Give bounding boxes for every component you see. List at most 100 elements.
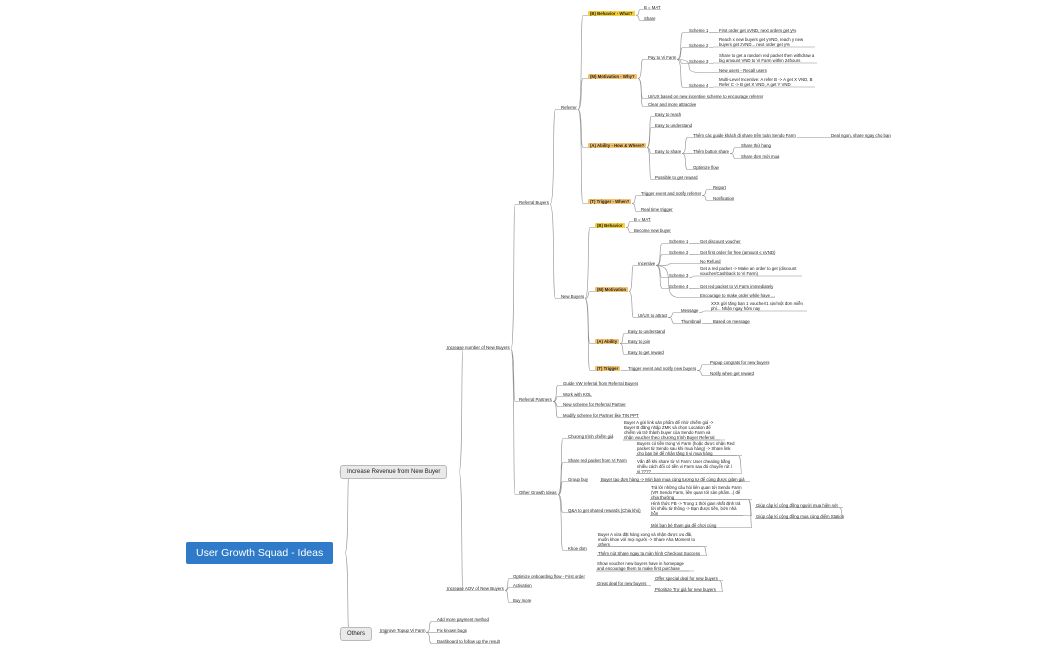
node-other-growth[interactable]: Other Growth Ideas <box>519 490 557 495</box>
node-activation[interactable]: Activation <box>513 583 532 588</box>
node-group-buy[interactable]: Group buy <box>568 477 589 482</box>
node-root[interactable]: User Growth Squad - Ideas <box>186 542 334 564</box>
node-popup-congrats[interactable]: Popup congrats for new buyers <box>710 360 770 365</box>
node-deal-ngon[interactable]: Deal ngon, share ngay cho bạn <box>831 133 891 138</box>
node-scheme3-text[interactable]: Share to get a random red packet then wi… <box>719 53 815 63</box>
node-message-text[interactable]: XXX gửi tặng bạn 1 voucher/1 xịn/một đơn… <box>711 301 803 311</box>
node-them-cac[interactable]: Thêm các guide khách đi share trên toàn … <box>693 133 796 138</box>
node-qa-b[interactable]: Hình thức FB -> Trong 1 thời gian nhất đ… <box>651 501 741 516</box>
node-scheme2[interactable]: Scheme 2 <box>689 43 709 48</box>
node-prioritize[interactable]: Prioritize Trợ giá for new buyers <box>655 587 716 592</box>
node-scheme1-text[interactable]: First order get xVND, next orders get y% <box>719 28 797 33</box>
node-easy-reach[interactable]: Easy to reach <box>655 112 682 117</box>
node-share-red-packet[interactable]: Share red packet from Vi Farm <box>568 458 627 463</box>
node-no-refund[interactable]: No Refund <box>700 259 721 264</box>
node-share[interactable]: Share <box>644 16 656 21</box>
node-message[interactable]: Message <box>681 308 699 313</box>
node-increase-aov[interactable]: Increase AOV of New Buyers <box>447 586 504 591</box>
node-b-mat[interactable]: B = MAT <box>634 217 651 222</box>
node-easy-understand[interactable]: Easy to understand <box>628 329 666 334</box>
node-a-how[interactable]: (A) Ability - How & Where? <box>588 143 647 148</box>
node-nb-scheme1-text[interactable]: Get discount voucher <box>700 239 741 244</box>
node-scheme1[interactable]: Scheme 1 <box>689 28 709 33</box>
node-group-buy-text[interactable]: Buyer tạo đơn hàng -> Mời bạn mua cùng t… <box>601 477 745 482</box>
node-work-kol[interactable]: Work with KOL <box>563 392 592 397</box>
node-fix-bugs[interactable]: Fix known bugs <box>437 628 467 633</box>
node-easy-share[interactable]: Easy to share <box>655 149 682 154</box>
node-possible-reward[interactable]: Possible to get reward <box>655 175 698 180</box>
node-realtime[interactable]: Real time trigger <box>641 207 673 212</box>
node-scheme3[interactable]: Scheme 3 <box>669 273 689 278</box>
node-offer-special[interactable]: Offer special deal for new buyers <box>655 576 718 581</box>
node-qa-c[interactable]: Mời bạn bè tham gia để chơi cùng <box>651 523 717 528</box>
node-nb-scheme4-text[interactable]: Get red packet to Vi Farm immediately <box>700 284 774 289</box>
node-optimize-onboarding[interactable]: Optimize onboarding flow - First order <box>513 574 585 579</box>
node-improve-topup[interactable]: Improve Topup Vi Farm <box>380 628 426 633</box>
node-new-users-recall[interactable]: New users - Recall users <box>719 68 767 73</box>
node-khoe-don[interactable]: Khoe đơn <box>568 546 587 551</box>
node-buy-more[interactable]: Buy more <box>513 598 532 603</box>
node-dashboard[interactable]: Dashboard to follow up the result <box>437 639 500 644</box>
node-them-button[interactable]: Thêm button share <box>693 149 730 154</box>
node-t-when[interactable]: (T) Trigger - When? <box>588 199 632 204</box>
node-uiux-attract[interactable]: UI/UX to attract <box>638 313 668 318</box>
node-scheme1[interactable]: Scheme 1 <box>669 239 689 244</box>
node-report[interactable]: Report <box>713 185 726 190</box>
node-b-mat[interactable]: B = MAT <box>644 5 661 10</box>
node-khoe-b[interactable]: Thêm nút Share ngay ta màn hình Checkout… <box>598 551 700 556</box>
node-add-payment[interactable]: Add more payment method <box>437 617 489 622</box>
node-encourage[interactable]: Encourage to make order while have ... <box>700 293 775 298</box>
node-chuong-trinh[interactable]: Chương trình chiếm giá <box>568 434 614 439</box>
node-chuong-trinh-text[interactable]: Buyer A gửi link sản phẩm để nhờ chiếm g… <box>624 420 715 440</box>
node-qa-shared[interactable]: Q&A to get shared rewards (Chia khó) <box>568 508 641 513</box>
node-referral-buyers[interactable]: Referral Buyers <box>519 200 549 205</box>
node-scheme3[interactable]: Scheme 3 <box>689 59 709 64</box>
node-new-buyers[interactable]: New Buyers <box>561 294 585 299</box>
node-incentive[interactable]: Incentive <box>638 261 656 266</box>
node-m-why[interactable]: (M) Motivation - Why? <box>588 74 637 79</box>
node-referral-partners[interactable]: Referral Partners <box>519 397 552 402</box>
node-referrer[interactable]: Referrer <box>561 105 577 110</box>
node-scheme2[interactable]: Scheme 2 <box>669 250 689 255</box>
node-new-scheme-partner[interactable]: New scheme for Referral Partner <box>563 402 626 407</box>
node-nb-scheme3-text[interactable]: Get a red packet -> Make an order to get… <box>700 266 797 276</box>
node-increase-revenue[interactable]: Increase Revenue from New Buyer <box>340 465 448 479</box>
node-uiux-new[interactable]: UI/UX based on new incentive scheme to e… <box>648 94 764 99</box>
node-nb-scheme2-text[interactable]: Get first order for free (amount ≤ xVND) <box>700 250 776 255</box>
node-scheme4[interactable]: Scheme 4 <box>689 83 709 88</box>
node-pay-to-vi[interactable]: Pay to Vi Farm <box>648 55 677 60</box>
node-scheme2-text[interactable]: Reach x new buyers get yVND, reach y new… <box>719 37 804 47</box>
node-optimize-flow[interactable]: Optimize flow <box>693 165 719 170</box>
node-show-voucher[interactable]: Show voucher new buyers have in homepage… <box>597 561 684 571</box>
node-t-trigger[interactable]: (T) Trigger <box>595 366 621 371</box>
node-trigger-notify-new[interactable]: Trigger event and notify new buyers <box>628 366 697 371</box>
node-based-message[interactable]: Based on message <box>713 319 750 324</box>
node-share-thu-hang[interactable]: Share thứ hạng <box>741 143 771 148</box>
node-qa-b1[interactable]: Giúp cập kí cộng đồng người mua hiện nét <box>756 503 838 508</box>
node-share-don-mua[interactable]: Share đơn mới mua <box>741 154 780 159</box>
node-red-packet-a[interactable]: Buyers có tiền trong Vi Farm (hoặc được … <box>637 441 735 456</box>
node-notify-when[interactable]: Notify when get reward <box>710 371 754 376</box>
node-others[interactable]: Others <box>340 627 373 641</box>
node-easy-join[interactable]: Easy to join <box>628 339 651 344</box>
node-red-packet-b[interactable]: Vấn đề khi share từ Vi Farm: User cheati… <box>637 459 732 474</box>
node-trigger-notify-referrer[interactable]: Trigger event and notify referrer <box>641 191 702 196</box>
node-clear-attractive[interactable]: Clear and more attractive <box>648 102 697 107</box>
node-become-new[interactable]: Become new buyer <box>634 228 671 233</box>
node-great-deal[interactable]: Great deal for new buyers <box>597 581 647 586</box>
node-b-what[interactable]: (B) Behavior - What? <box>588 11 635 16</box>
node-guide-vw[interactable]: Guide VW referral from Referral Buyers <box>563 381 639 386</box>
node-easy-understand[interactable]: Easy to understand <box>655 123 693 128</box>
node-easy-get-reward[interactable]: Easy to get reward <box>628 350 664 355</box>
node-notification[interactable]: Notification <box>713 196 735 201</box>
node-a-ability[interactable]: (A) Ability <box>595 339 620 344</box>
node-khoe-a[interactable]: Buyer A vừa đặt hàng xong và nhận được ư… <box>598 532 696 547</box>
node-modify-scheme[interactable]: Modify scheme for Partner like TIN PPT <box>563 413 639 418</box>
node-qa-b2[interactable]: Giúp cập kí cộng đồng mua cùng điểm Stat… <box>756 514 845 519</box>
node-b-behavior[interactable]: (B) Behavior <box>595 223 625 228</box>
node-thumbnail[interactable]: Thumbnail <box>681 319 702 324</box>
node-scheme4[interactable]: Scheme 4 <box>669 284 689 289</box>
node-m-motivation[interactable]: (M) Motivation <box>595 287 629 292</box>
node-increase-new-buyers[interactable]: Increase number of New Buyers <box>447 345 510 350</box>
node-scheme4-text[interactable]: Multi-Level Incentive: A refer B -> A ge… <box>719 77 813 87</box>
